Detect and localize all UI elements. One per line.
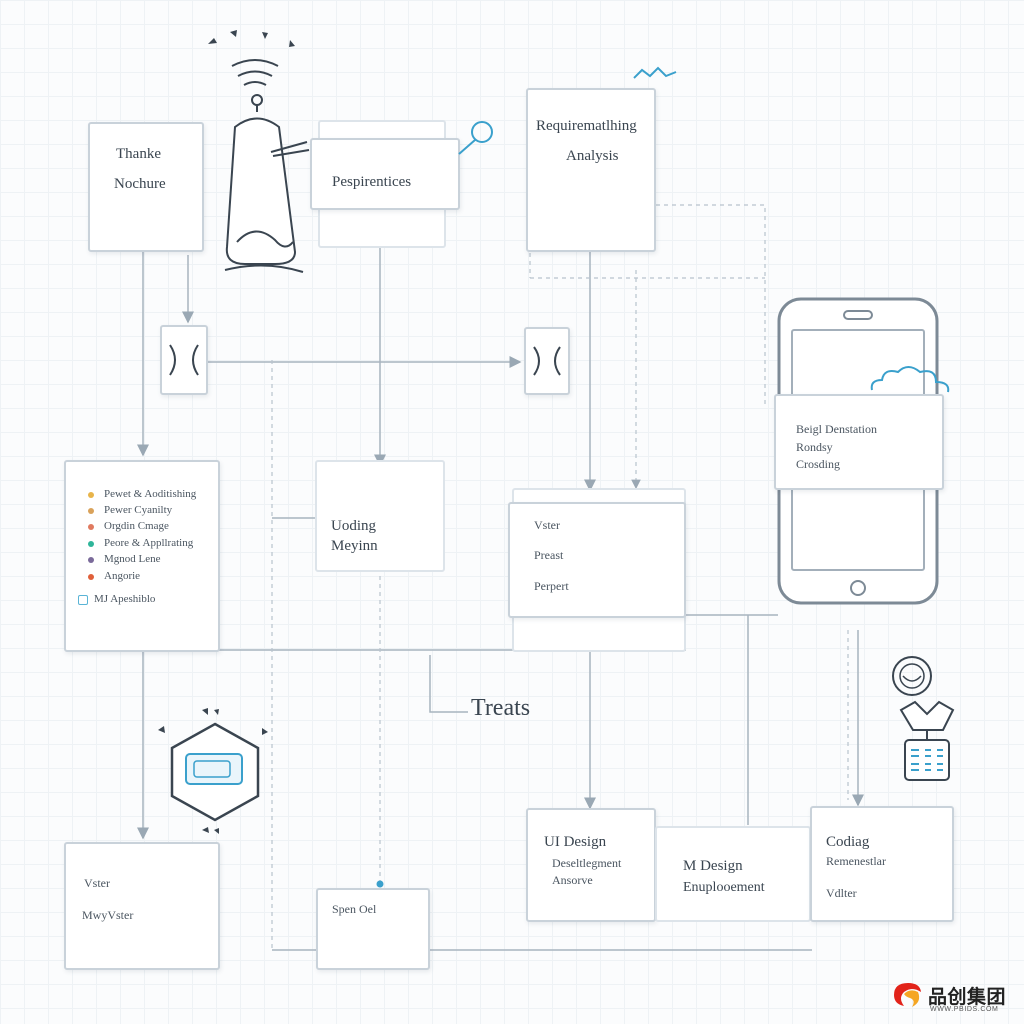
node-thanke-line2: Nochure [114, 176, 166, 192]
node-requirements-line2: Analysis [566, 148, 619, 164]
node-coding-line2: Vdlter [826, 886, 857, 900]
node-ui-design-line2: Ansorve [552, 873, 593, 887]
node-uoding[interactable]: Uoding Meyinn [315, 460, 445, 572]
legend-dot-5 [88, 557, 94, 563]
bracket-icon [533, 346, 561, 376]
treats-label: Treats [471, 695, 531, 721]
node-phone-card-line2: Rondsy [796, 440, 833, 454]
node-coding-title: Codiag [826, 834, 870, 850]
legend-item-1: Pewet & Aoditishing [104, 488, 197, 500]
robot-icon [899, 700, 955, 781]
node-m-design-line1: M Design [683, 858, 743, 874]
legend-dot-3 [88, 524, 94, 530]
node-m-design-line2: Enuplooement [683, 880, 765, 895]
legend-checkbox[interactable] [78, 595, 88, 605]
legend-dot-6 [88, 574, 94, 580]
node-m-design[interactable]: M Design Enuplooement [655, 826, 811, 922]
legend-dot-4 [88, 541, 94, 547]
legend-item-5: Mgnod Lene [104, 553, 161, 565]
node-coding-line1: Remenestlar [826, 854, 886, 868]
legend-dot-1 [88, 492, 94, 498]
node-requirements[interactable]: Requirematlhing Analysis [526, 88, 656, 252]
node-ui-design-title: UI Design [544, 834, 607, 850]
node-uoding-line1: Uoding [331, 518, 376, 534]
node-vster-center-line3: Perpert [534, 579, 569, 593]
legend-dot-2 [88, 508, 94, 514]
node-coding[interactable]: Codiag Remenestlar Vdlter [810, 806, 954, 922]
face-avatar-icon [892, 656, 932, 696]
node-vster-center-line1: Vster [534, 518, 560, 532]
node-thanke-line1: Thanke [116, 146, 161, 162]
node-vster-center[interactable]: Vster Preast Perpert [508, 502, 686, 618]
legend-item-6: Angorie [104, 570, 141, 582]
wifi-signal-icon [208, 30, 295, 86]
connector-node-right[interactable] [524, 327, 570, 395]
legend-item-4: Peore & Appllrating [104, 537, 194, 549]
legend-footer: MJ Apeshiblo [94, 593, 156, 605]
node-vster-center-line2: Preast [534, 548, 564, 562]
node-spen-oel[interactable]: Spen Oel [316, 888, 430, 970]
hexagon-device-icon [158, 708, 268, 834]
brand-logo-icon [894, 983, 921, 1007]
legend-item-2: Pewer Cyanilty [104, 504, 173, 516]
node-phone-card[interactable]: Beigl Denstation Rondsy Crosding [774, 394, 944, 490]
node-ui-design-line1: Deseltlegment [552, 856, 622, 870]
node-pespirentices[interactable]: Pespirentices [310, 138, 460, 210]
node-uoding-line2: Meyinn [331, 538, 378, 554]
node-vster-bottom[interactable]: Vster MwyVster [64, 842, 220, 970]
watermark-url: WWW.PBIDS.COM [930, 1006, 999, 1013]
usb-stick-icon [224, 94, 310, 273]
bracket-icon [169, 344, 199, 376]
legend-item-3: Orgdin Cmage [104, 520, 169, 532]
node-phone-card-line3: Crosding [796, 457, 841, 471]
node-vster-bottom-line2: MwyVster [82, 908, 134, 922]
node-requirements-line1: Requirematlhing [536, 118, 637, 134]
node-legend-panel[interactable]: Pewet & Aoditishing Pewer Cyanilty Orgdi… [64, 460, 220, 652]
cloud-icon [870, 366, 950, 393]
camera-lens-icon [458, 121, 493, 155]
node-phone-card-line1: Beigl Denstation [796, 422, 877, 436]
wave-icon [633, 66, 677, 79]
watermark-brand: 品创集团 [928, 987, 1007, 1008]
node-ui-design[interactable]: UI Design Deseltlegment Ansorve [526, 808, 656, 922]
node-spen-oel-label: Spen Oel [332, 902, 377, 916]
node-vster-bottom-line1: Vster [84, 876, 110, 890]
node-pespirentices-label: Pespirentices [332, 174, 412, 190]
connector-node-left[interactable] [160, 325, 208, 395]
node-thanke[interactable]: Thanke Nochure [88, 122, 204, 252]
